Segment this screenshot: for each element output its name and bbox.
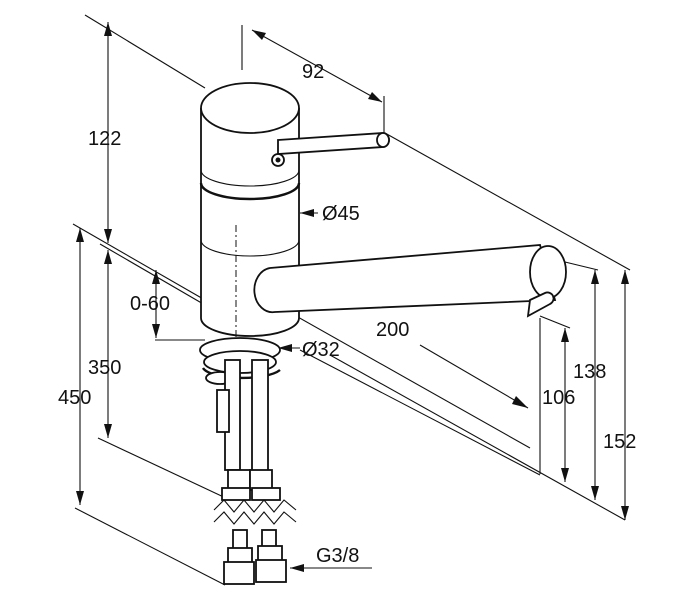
faucet-base-and-hoses: [199, 337, 297, 585]
label-total-height: 152: [603, 431, 636, 453]
label-spout-height: 138: [573, 361, 606, 383]
label-outlet-height: 106: [542, 387, 575, 409]
faucet-body: [199, 82, 567, 337]
label-lever-offset: 92: [302, 61, 324, 83]
label-thread: G3/8: [316, 545, 359, 567]
label-height-mid: 350: [88, 357, 121, 379]
label-base-diameter: Ø32: [302, 339, 340, 361]
dimension-labels: 122 92 Ø45 0-60 200 Ø32 350 450 106 138 …: [58, 61, 636, 567]
dimension-lines: [76, 22, 629, 572]
label-swivel-range: 0-60: [130, 293, 170, 315]
label-body-diameter: Ø45: [322, 203, 360, 225]
label-height-full: 450: [58, 387, 91, 409]
label-height-top: 122: [88, 128, 121, 150]
label-spout-length: 200: [376, 319, 409, 341]
